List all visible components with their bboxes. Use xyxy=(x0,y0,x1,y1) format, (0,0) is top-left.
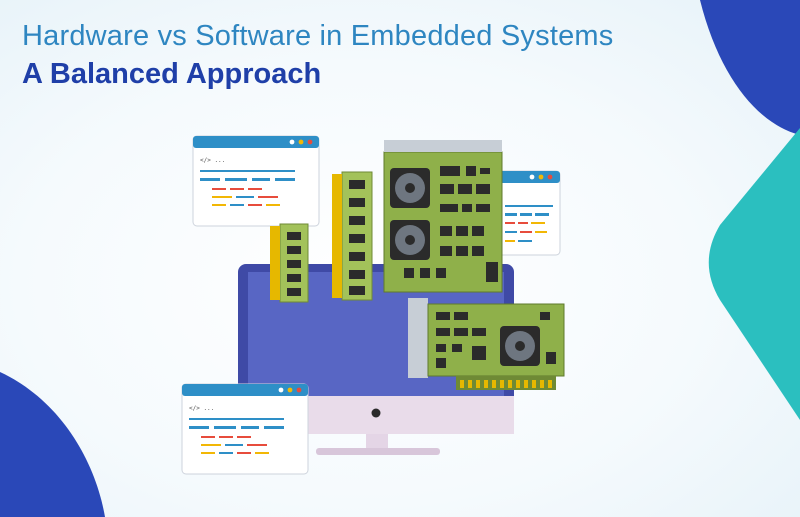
svg-text:</> ...: </> ... xyxy=(189,405,214,412)
code-window-icon: </> ... xyxy=(181,383,309,475)
cooling-fan-icon xyxy=(390,220,430,260)
ram-module-icon xyxy=(332,171,373,301)
cooling-fan-icon xyxy=(390,168,430,208)
circuit-board-icon xyxy=(383,140,503,293)
title-line-1: Hardware vs Software in Embedded Systems xyxy=(22,20,614,52)
title-line-2: A Balanced Approach xyxy=(22,58,322,90)
code-window-icon: </> ... xyxy=(192,135,320,227)
ram-module-icon xyxy=(270,223,309,303)
cooling-fan-icon xyxy=(500,326,540,366)
circuit-board-icon xyxy=(408,298,565,390)
svg-text:</> ...: </> ... xyxy=(200,157,225,164)
